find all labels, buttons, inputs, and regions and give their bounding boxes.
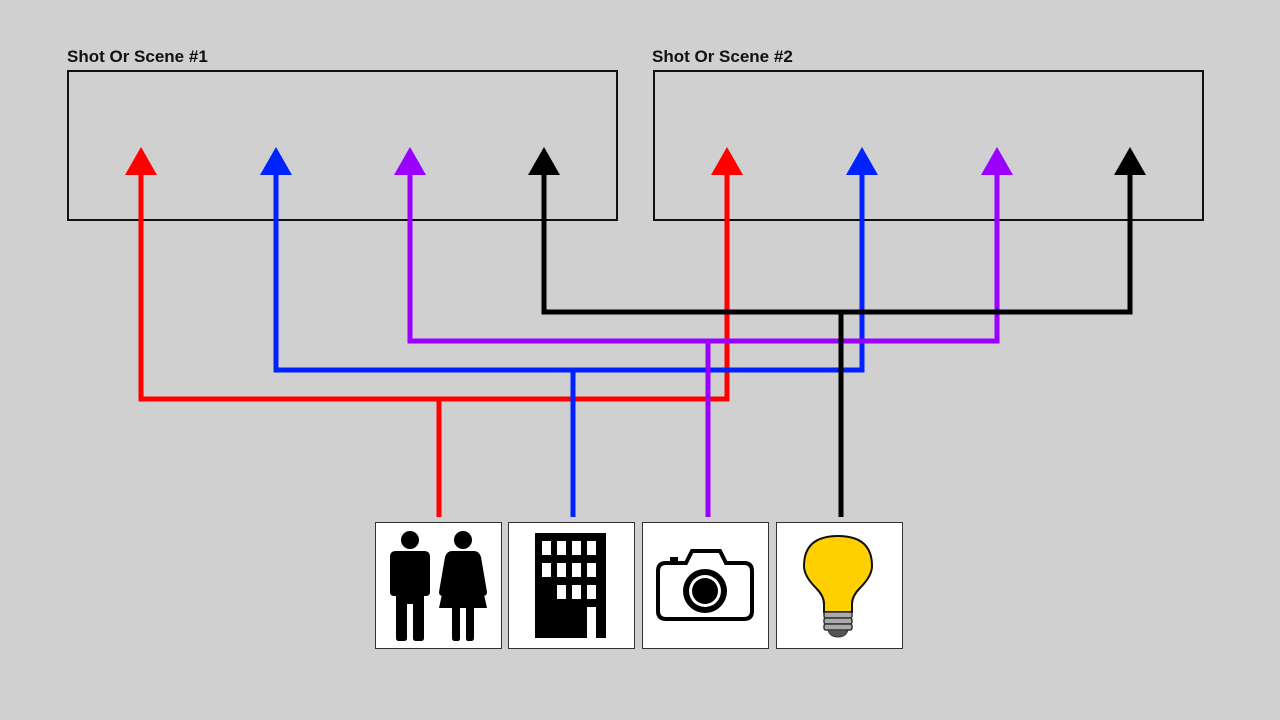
building-connector [273, 175, 865, 517]
people-arrow-scene-1 [125, 147, 157, 175]
scene-1-box [67, 70, 618, 221]
building-tile [508, 522, 635, 649]
scene-2-box [653, 70, 1204, 221]
lightbulb-tile [776, 522, 903, 649]
camera-icon [656, 549, 754, 621]
lightbulb-arrow-scene-2 [1114, 147, 1146, 175]
people-arrow-scene-2 [711, 147, 743, 175]
people-icon [390, 531, 487, 641]
scene-2-title: Shot Or Scene #2 [652, 47, 793, 66]
scene-1-title: Shot Or Scene #1 [67, 47, 208, 66]
building-arrow-scene-2 [846, 147, 878, 175]
camera-arrow-scene-2 [981, 147, 1013, 175]
lightbulb-arrow-scene-1 [528, 147, 560, 175]
camera-tile [642, 522, 769, 649]
connectors [125, 147, 1146, 517]
camera-arrow-scene-1 [394, 147, 426, 175]
lightbulb-icon [802, 534, 874, 638]
people-connector [138, 175, 730, 517]
lightbulb-connector [541, 175, 1133, 517]
building-arrow-scene-1 [260, 147, 292, 175]
people-tile [375, 522, 502, 649]
camera-connector [407, 175, 1000, 517]
building-icon [535, 533, 606, 638]
